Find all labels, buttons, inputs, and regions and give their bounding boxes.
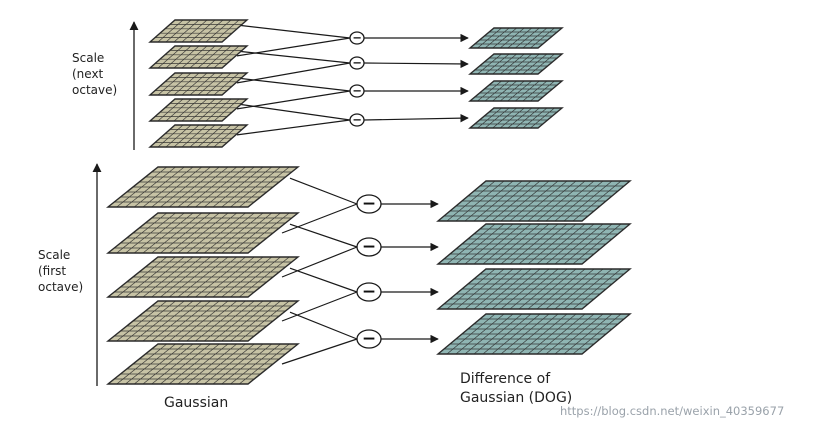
- next-octave-subtract-op-4: −: [349, 112, 365, 127]
- svg-text:−: −: [352, 83, 362, 97]
- first-octave-connector-lower-1: [281, 203, 358, 234]
- first-octave-subtract-op-4: −: [356, 329, 382, 349]
- next-octave-scale-label: Scale (next octave): [72, 50, 117, 98]
- first-octave-connector-lower-3: [281, 291, 358, 322]
- first-octave-gaussian-plane-2: [106, 212, 300, 254]
- first-octave-connector-upper-3: [289, 267, 358, 293]
- next-octave-dog-plane-4: [468, 107, 564, 129]
- next-octave-dog-plane-1: [468, 27, 564, 49]
- next-octave-gaussian-plane-4: [148, 98, 249, 122]
- next-octave-output-arrow-2: [363, 59, 469, 69]
- first-octave-scale-label: Scale (first octave): [38, 247, 83, 295]
- next-octave-connector-lower-2: [236, 62, 351, 84]
- svg-text:−: −: [362, 237, 376, 257]
- next-octave-line-3: octave): [72, 83, 118, 97]
- dog-caption-line-2: Gaussian (DOG): [460, 390, 573, 406]
- first-octave-connector-lower-2: [281, 246, 358, 278]
- svg-text:−: −: [352, 112, 362, 126]
- scale-axes: [92, 21, 139, 386]
- svg-text:−: −: [352, 55, 362, 69]
- next-octave-connector-upper-4: [240, 103, 351, 121]
- first-octave-connector-lower-4: [281, 338, 358, 365]
- next-octave-line-2: (next: [72, 67, 104, 81]
- first-octave-subtract-op-1: −: [356, 194, 382, 214]
- next-octave-connector-upper-3: [240, 77, 351, 92]
- subtraction-operators: − − − − − − − −: [349, 30, 382, 349]
- next-octave-output-arrow-4: [363, 113, 469, 123]
- first-octave-line-1: Scale: [38, 248, 71, 262]
- first-octave-dog-plane-1: [436, 180, 632, 222]
- svg-text:−: −: [352, 30, 362, 44]
- image-planes: [106, 19, 632, 385]
- dog-caption: Difference of Gaussian (DOG): [460, 370, 572, 408]
- first-octave-subtract-op-3: −: [356, 282, 382, 302]
- next-octave-gaussian-plane-3: [148, 72, 249, 96]
- first-octave-line-3: octave): [38, 280, 84, 294]
- dog-caption-line-1: Difference of: [460, 371, 551, 387]
- next-octave-subtract-op-3: −: [349, 83, 365, 98]
- next-octave-subtract-op-1: −: [349, 30, 365, 45]
- next-octave-line-1: Scale: [72, 51, 105, 65]
- first-octave-connector-upper-2: [289, 223, 358, 248]
- next-octave-gaussian-plane-5: [148, 124, 249, 148]
- first-octave-connector-upper-4: [289, 311, 358, 340]
- first-octave-dog-plane-2: [436, 223, 632, 265]
- next-octave-dog-plane-3: [468, 80, 564, 102]
- next-octave-connector-upper-2: [240, 50, 351, 64]
- first-octave-gaussian-plane-1: [106, 166, 300, 208]
- next-octave-dog-plane-2: [468, 53, 564, 75]
- first-octave-connector-upper-1: [289, 177, 358, 205]
- svg-text:−: −: [362, 282, 376, 302]
- first-octave-subtract-op-2: −: [356, 237, 382, 257]
- next-octave-connector-upper-1: [240, 24, 351, 39]
- first-octave-gaussian-plane-4: [106, 300, 300, 342]
- first-octave-gaussian-plane-3: [106, 256, 300, 298]
- svg-text:−: −: [362, 194, 376, 214]
- first-octave-gaussian-plane-5: [106, 343, 300, 385]
- gaussian-caption: Gaussian: [164, 395, 229, 411]
- next-octave-subtract-op-2: −: [349, 55, 365, 70]
- watermark-text: https://blog.csdn.net/weixin_40359677: [560, 404, 785, 418]
- next-octave-gaussian-plane-1: [148, 19, 249, 43]
- first-octave-dog-plane-3: [436, 268, 632, 310]
- svg-text:−: −: [362, 329, 376, 349]
- connector-lines: [236, 24, 469, 365]
- first-octave-dog-plane-4: [436, 313, 632, 355]
- next-octave-connector-lower-3: [236, 90, 351, 110]
- first-octave-line-2: (first: [38, 264, 67, 278]
- next-octave-gaussian-plane-2: [148, 45, 249, 69]
- next-octave-connector-lower-4: [236, 119, 351, 136]
